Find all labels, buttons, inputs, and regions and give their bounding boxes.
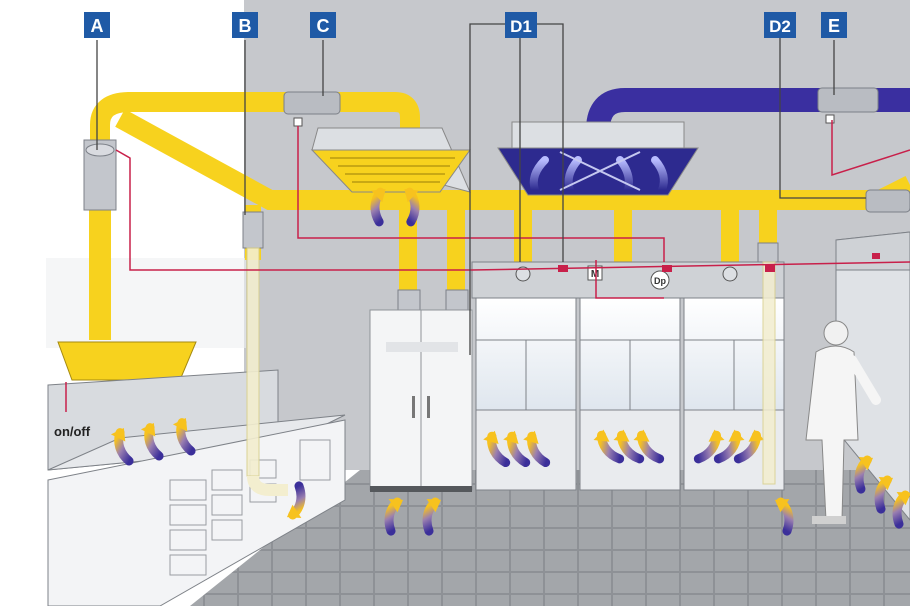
label-d2: D2 [764, 12, 796, 38]
dampers [83, 91, 910, 313]
yellow-duct-network [89, 92, 910, 340]
label-d2-text: D2 [769, 17, 791, 36]
ceiling-diffuser-d1 [497, 121, 699, 196]
fume-hood-2: M Dp [579, 265, 681, 491]
leader-lines [96, 23, 866, 355]
label-e-text: E [828, 16, 840, 36]
right-fume-hoods [835, 231, 910, 524]
label-c: C [310, 12, 336, 38]
fume-hood-1 [475, 266, 577, 491]
label-c-text: C [317, 16, 330, 36]
onoff-switch-label: on/off [54, 424, 91, 439]
left-lab-bench [47, 247, 346, 606]
label-b-text: B [239, 16, 252, 36]
storage-cabinet [369, 309, 473, 492]
ceiling-diffuser-c [310, 127, 471, 222]
motor-symbol: M [591, 269, 599, 280]
label-a-text: A [91, 16, 104, 36]
pressure-sensor-symbol: Dp [654, 276, 666, 286]
fume-hood-row: M Dp [471, 261, 785, 491]
control-wiring [65, 120, 910, 412]
label-d1-text: D1 [510, 17, 532, 36]
lab-worker-figure [805, 320, 881, 524]
floor-tiles [190, 470, 910, 606]
label-a: A [84, 12, 110, 38]
label-b: B [232, 12, 258, 38]
label-e: E [821, 12, 847, 38]
control-nodes [558, 253, 880, 272]
label-d1: D1 [505, 12, 537, 38]
